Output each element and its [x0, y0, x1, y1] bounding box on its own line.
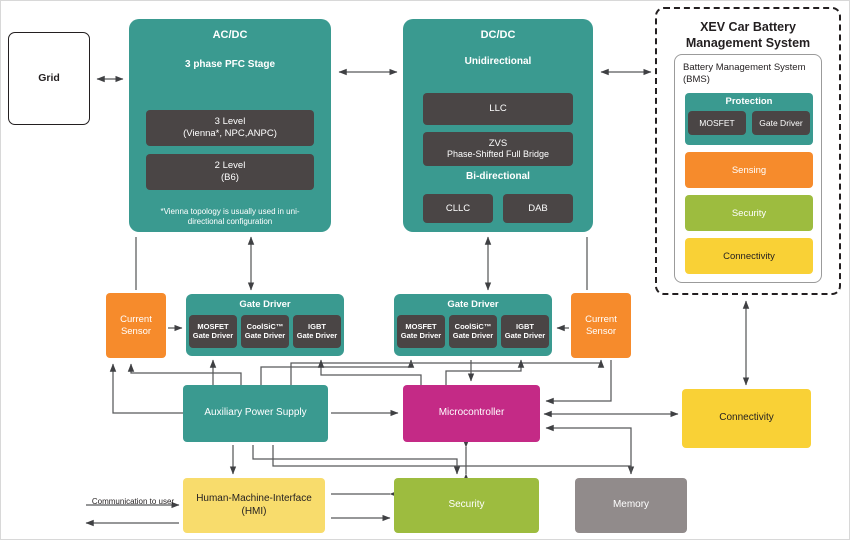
bms-protection-mosfet[interactable]: MOSFET	[688, 111, 746, 135]
current-sensor-left-line1: Current	[120, 313, 152, 325]
security-block[interactable]: Security	[394, 478, 539, 533]
gate-driver-left-title: Gate Driver	[239, 299, 291, 310]
grid-block[interactable]: Grid	[8, 32, 90, 125]
dcdc-block-dab-label: DAB	[528, 202, 548, 214]
gate-driver-left-mosfet-line2: Gate Driver	[192, 331, 234, 341]
acdc-topology-3level-line2: (Vienna*, NPC,ANPC)	[183, 128, 277, 139]
current-sensor-right-line2: Sensor	[585, 325, 617, 337]
dcdc-title: DC/DC	[480, 29, 516, 41]
gate-driver-right-coolsic[interactable]: CoolSiC™ Gate Driver	[449, 314, 497, 348]
acdc-title: AC/DC	[212, 29, 248, 41]
bms-protection-mosfet-label: MOSFET	[699, 118, 735, 128]
gate-driver-right-coolsic-line1: CoolSiC™	[454, 321, 492, 331]
gate-driver-right-igbt-line1: IGBT	[516, 321, 534, 331]
gate-driver-left-igbt-line2: Gate Driver	[296, 331, 338, 341]
auxiliary-power-supply-block[interactable]: Auxiliary Power Supply	[183, 385, 328, 442]
current-sensor-left-line2: Sensor	[120, 325, 152, 337]
microcontroller-block[interactable]: Microcontroller	[403, 385, 540, 442]
bms-row-connectivity[interactable]: Connectivity	[685, 238, 813, 274]
bms-title: Battery Management System (BMS)	[683, 62, 806, 86]
acdc-subtitle: 3 phase PFC Stage	[184, 59, 276, 71]
dcdc-block-llc[interactable]: LLC	[423, 93, 573, 125]
gate-driver-group-left[interactable]: Gate Driver MOSFET Gate Driver CoolSiC™ …	[186, 294, 344, 356]
hmi-block[interactable]: Human-Machine-Interface (HMI)	[183, 478, 325, 533]
auxiliary-power-supply-label: Auxiliary Power Supply	[204, 407, 307, 419]
hmi-line1: Human-Machine-Interface	[196, 493, 312, 505]
bms-protection-gate-driver-label: Gate Driver	[759, 118, 803, 128]
bms-protection-title: Protection	[725, 96, 773, 107]
bms-protection-gate-driver[interactable]: Gate Driver	[752, 111, 810, 135]
dcdc-block[interactable]: DC/DC Unidirectional LLC ZVS Phase-Shift…	[403, 19, 593, 232]
xev-title: XEV Car Battery Management System	[685, 20, 811, 50]
gate-driver-right-igbt-line2: Gate Driver	[504, 331, 546, 341]
acdc-block[interactable]: AC/DC 3 phase PFC Stage 3 Level (Vienna*…	[129, 19, 331, 232]
bms-row-security-label: Security	[731, 207, 767, 219]
current-sensor-left[interactable]: Current Sensor	[106, 293, 166, 358]
acdc-topology-2level-line1: 2 Level	[214, 160, 246, 172]
acdc-topology-3level[interactable]: 3 Level (Vienna*, NPC,ANPC)	[146, 110, 314, 146]
bms-protection-group[interactable]: Protection MOSFET Gate Driver	[685, 93, 813, 145]
gate-driver-left-igbt[interactable]: IGBT Gate Driver	[293, 314, 341, 348]
acdc-footnote: *Vienna topology is usually used in uni-…	[160, 207, 300, 226]
gate-driver-left-coolsic-line2: Gate Driver	[244, 331, 286, 341]
microcontroller-label: Microcontroller	[438, 407, 505, 419]
gate-driver-left-coolsic-line1: CoolSiC™	[246, 321, 284, 331]
bms-row-connectivity-label: Connectivity	[723, 250, 775, 262]
gate-driver-group-right[interactable]: Gate Driver MOSFET Gate Driver CoolSiC™ …	[394, 294, 552, 356]
gate-driver-left-mosfet[interactable]: MOSFET Gate Driver	[189, 314, 237, 348]
gate-driver-right-mosfet[interactable]: MOSFET Gate Driver	[397, 314, 445, 348]
gate-driver-right-igbt[interactable]: IGBT Gate Driver	[501, 314, 549, 348]
connectivity-block[interactable]: Connectivity	[682, 389, 811, 448]
dcdc-unidirectional-label: Unidirectional	[464, 56, 532, 68]
acdc-topology-3level-line1: 3 Level	[214, 116, 246, 128]
hmi-line2: (HMI)	[241, 505, 267, 517]
dcdc-block-zvs[interactable]: ZVS Phase-Shifted Full Bridge	[423, 132, 573, 166]
gate-driver-left-mosfet-line1: MOSFET	[197, 321, 229, 331]
dcdc-block-dab[interactable]: DAB	[503, 194, 573, 223]
security-label: Security	[448, 499, 485, 511]
gate-driver-right-coolsic-line2: Gate Driver	[452, 331, 494, 341]
gate-driver-left-igbt-line1: IGBT	[308, 321, 326, 331]
acdc-topology-2level[interactable]: 2 Level (B6)	[146, 154, 314, 190]
dcdc-block-cllc-label: CLLC	[445, 202, 471, 214]
gate-driver-right-mosfet-line2: Gate Driver	[400, 331, 442, 341]
bms-row-sensing-label: Sensing	[731, 164, 767, 176]
communication-to-user-label: Communication to user	[91, 497, 175, 506]
bms-box[interactable]: Battery Management System (BMS) Protecti…	[674, 54, 822, 283]
gate-driver-left-coolsic[interactable]: CoolSiC™ Gate Driver	[241, 314, 289, 348]
memory-block[interactable]: Memory	[575, 478, 687, 533]
dcdc-block-zvs-line2: Phase-Shifted Full Bridge	[446, 149, 550, 160]
dcdc-bidirectional-label: Bi-directional	[466, 171, 530, 182]
acdc-topology-2level-line2: (B6)	[221, 172, 239, 183]
dcdc-block-zvs-line1: ZVS	[488, 137, 508, 149]
current-sensor-right-line1: Current	[585, 313, 617, 325]
connectivity-label: Connectivity	[719, 412, 774, 424]
bms-row-sensing[interactable]: Sensing	[685, 152, 813, 188]
memory-label: Memory	[612, 499, 650, 511]
gate-driver-right-mosfet-line1: MOSFET	[405, 321, 437, 331]
dcdc-block-cllc[interactable]: CLLC	[423, 194, 493, 223]
dcdc-block-llc-label: LLC	[489, 103, 507, 115]
bms-row-security[interactable]: Security	[685, 195, 813, 231]
gate-driver-right-title: Gate Driver	[447, 299, 499, 310]
grid-label: Grid	[38, 72, 60, 85]
current-sensor-right[interactable]: Current Sensor	[571, 293, 631, 358]
